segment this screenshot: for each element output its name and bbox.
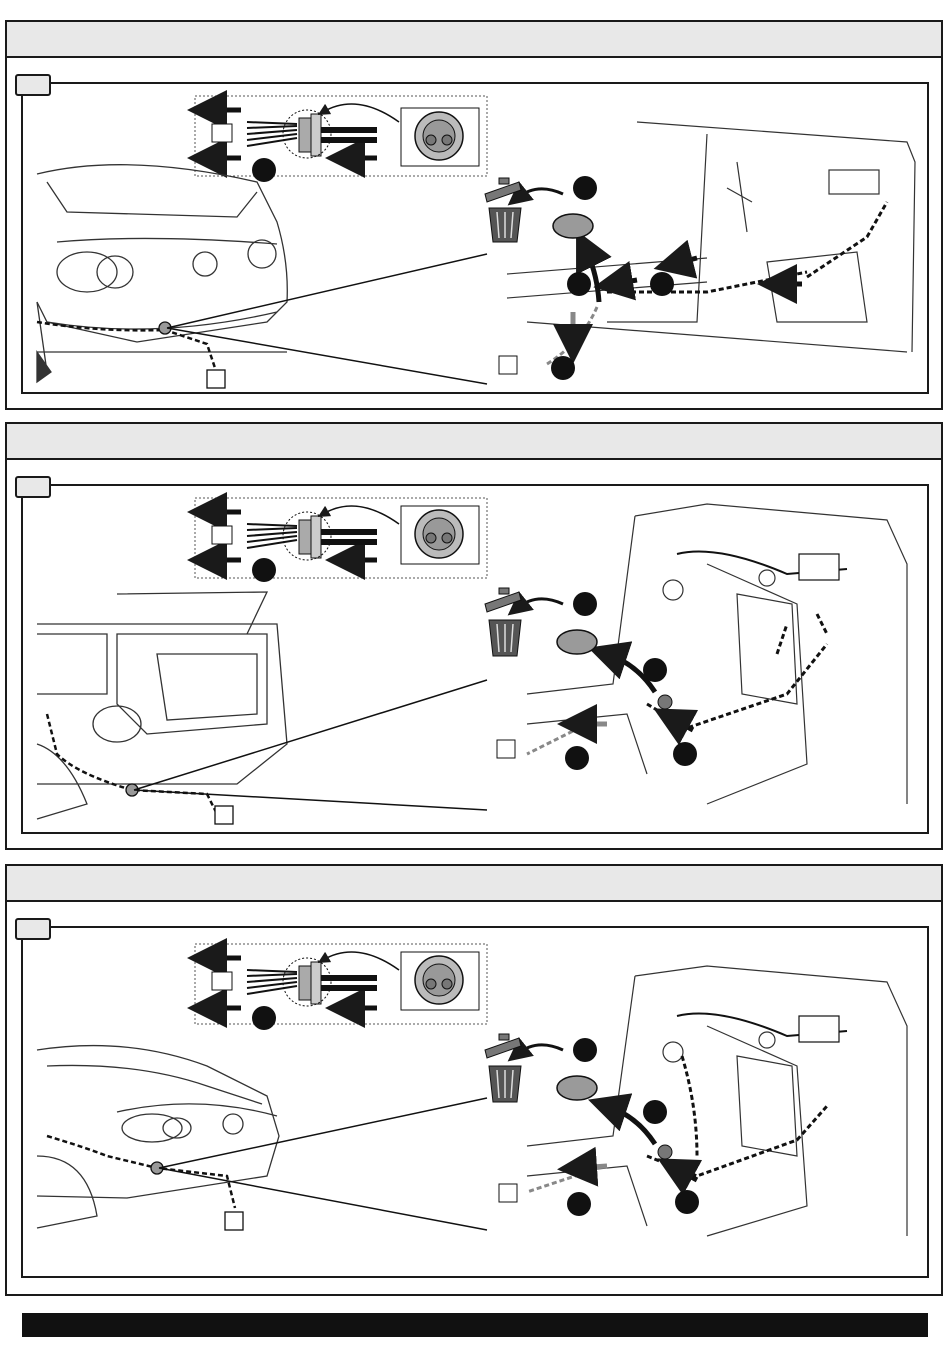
callout-box [212, 124, 232, 142]
step-marker [551, 356, 575, 380]
arrow-icon [517, 599, 693, 730]
vw-logo-icon [223, 1114, 243, 1134]
trash-bin-icon [485, 588, 521, 656]
arrow-icon [517, 189, 802, 344]
grommet-icon [658, 695, 672, 709]
connector-inset [195, 498, 487, 582]
grommet-icon [401, 108, 479, 166]
vw-logo-icon [193, 252, 217, 276]
step-marker [565, 746, 589, 770]
step-marker [573, 176, 597, 200]
callout-box [499, 356, 517, 374]
callout-box [499, 1184, 517, 1202]
step-marker [252, 1006, 276, 1030]
step-marker [650, 272, 674, 296]
cable-connector-icon [247, 512, 377, 560]
step-marker [675, 1190, 699, 1214]
instruction-panel-sedan [5, 20, 943, 410]
step-marker [643, 658, 667, 682]
grommet-icon [557, 1076, 597, 1100]
sedan-car-illustration [37, 165, 287, 388]
grommet-icon [401, 952, 479, 1010]
sedan-diagram [7, 22, 945, 412]
step-marker [673, 742, 697, 766]
coupe-diagram [7, 866, 945, 1298]
step-marker [567, 1192, 591, 1216]
step-marker [567, 272, 591, 296]
step-marker [573, 1038, 597, 1062]
connector-inset [195, 96, 487, 182]
trunk-interior-illustration [507, 122, 915, 364]
grommet-icon [658, 1145, 672, 1159]
cable-connector-icon [247, 958, 377, 1006]
trash-bin-icon [485, 1034, 521, 1102]
cable-connector-icon [247, 110, 377, 158]
trash-bin-icon [485, 178, 521, 242]
coupe-car-illustration [37, 1046, 279, 1230]
grommet-icon [401, 506, 479, 564]
grommet-icon [553, 214, 593, 238]
connector-inset [195, 944, 487, 1030]
arrow-icon [517, 1045, 697, 1180]
zoom-line [159, 1098, 487, 1230]
step-marker [252, 558, 276, 582]
step-marker [252, 158, 276, 182]
callout-box [212, 526, 232, 544]
callout-box [212, 972, 232, 990]
callout-box [497, 740, 515, 758]
zoom-line [134, 680, 487, 810]
instruction-panel-estate [5, 422, 943, 850]
estate-car-illustration [37, 592, 287, 824]
estate-diagram [7, 424, 945, 852]
step-marker [643, 1100, 667, 1124]
grommet-icon [557, 630, 597, 654]
step-marker [573, 592, 597, 616]
instruction-panel-coupe [5, 864, 943, 1296]
footer-bar [22, 1313, 928, 1337]
